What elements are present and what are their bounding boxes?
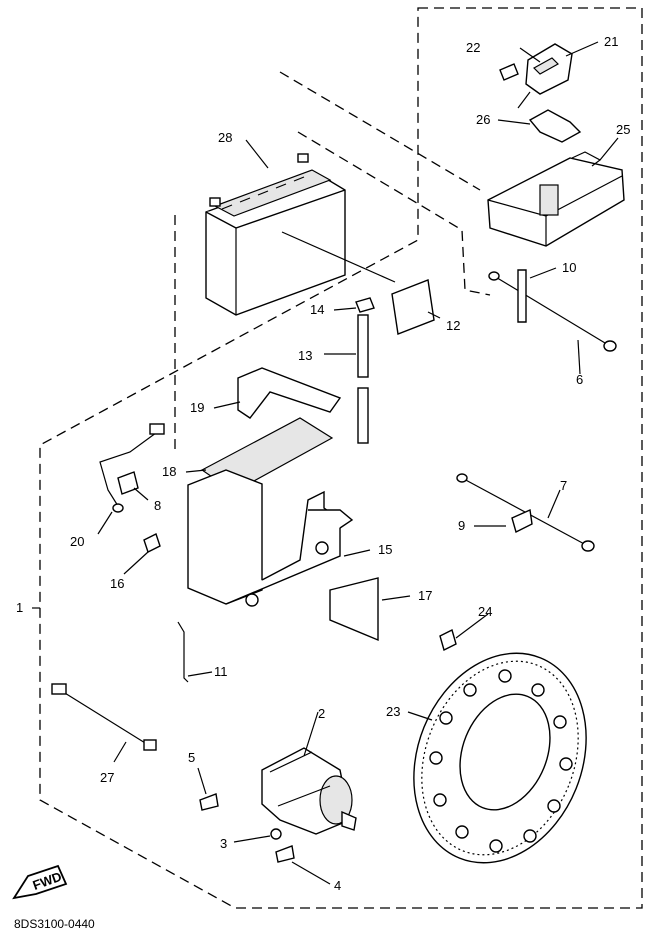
callout-5: 5 [188,750,195,765]
starter-gear [413,652,587,864]
guide-line-battery-left [174,71,491,450]
callout-22: 22 [466,40,480,55]
bolt-4 [275,845,295,863]
callout-23: 23 [386,704,400,719]
callout-10: 10 [562,260,576,275]
bolt-16 [143,533,161,553]
callout-24: 24 [478,604,492,619]
callout-7: 7 [560,478,567,493]
lead-wire-7 [456,473,595,552]
lead-wire-27 [51,683,157,751]
callout-13: 13 [298,348,312,363]
starter-motor [261,747,357,835]
battery-band [237,367,342,419]
callout-15: 15 [378,542,392,557]
vent-hose [355,297,375,444]
callout-8: 8 [154,498,161,513]
bolt-24 [439,628,457,652]
callout-3: 3 [220,836,227,851]
callout-1: 1 [16,600,23,615]
battery-box [187,469,354,607]
callout-25: 25 [616,122,630,137]
document-code: 8DS3100-0440 [14,917,95,931]
relay-cover [487,151,625,247]
callout-11: 11 [214,664,228,679]
callout-19: 19 [190,400,204,415]
pad [391,279,435,335]
callout-17: 17 [418,588,432,603]
callout-21: 21 [604,34,618,49]
harness-20 [99,423,165,513]
callout-27: 27 [100,770,114,785]
callout-20: 20 [70,534,84,549]
callout-12: 12 [446,318,460,333]
callout-4: 4 [334,878,341,893]
callout-14: 14 [310,302,324,317]
bolt-5 [199,793,219,811]
side-cover [329,577,379,642]
relay-bracket [528,109,582,143]
callout-2: 2 [318,706,325,721]
callout-16: 16 [110,576,124,591]
lead-wire-6 [488,269,617,352]
leader-lines [32,41,619,885]
washer-3 [270,828,282,840]
callout-28: 28 [218,130,232,145]
callout-labels: 1 2 3 4 5 6 7 8 9 10 11 12 13 14 15 16 1… [16,34,630,893]
wire-11 [177,621,189,683]
callout-18: 18 [162,464,176,479]
starter-relay [517,43,573,109]
callout-6: 6 [576,372,583,387]
relay-bolt [499,63,519,81]
battery [205,153,396,316]
fwd-arrow-icon: FWD [12,864,68,900]
assembly-boundary [39,7,643,909]
callout-9: 9 [458,518,465,533]
callout-26: 26 [476,112,490,127]
